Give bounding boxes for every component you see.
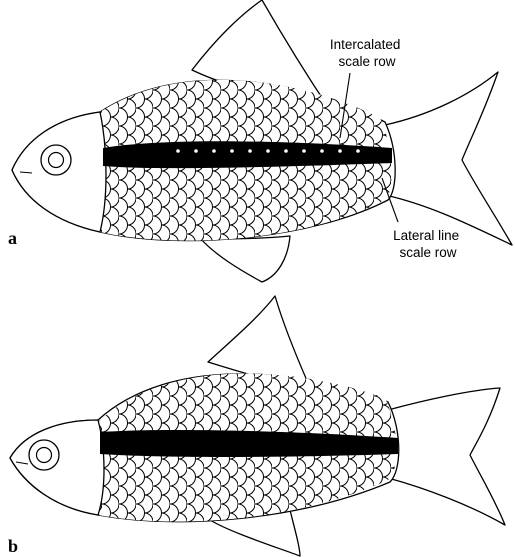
caudal-fin-b xyxy=(388,388,505,525)
caudal-fin-a xyxy=(385,72,512,245)
annotation-lateral-line: Lateral line scale row xyxy=(393,228,463,260)
annotation-intercalated: Intercalated scale row xyxy=(330,37,404,69)
fish-b xyxy=(10,296,505,556)
panel-label-a: a xyxy=(8,228,17,248)
anal-fin-a xyxy=(200,236,290,282)
head-b xyxy=(10,420,104,515)
panel-label-b: b xyxy=(8,536,18,556)
lateral-stripe-a xyxy=(103,141,392,168)
